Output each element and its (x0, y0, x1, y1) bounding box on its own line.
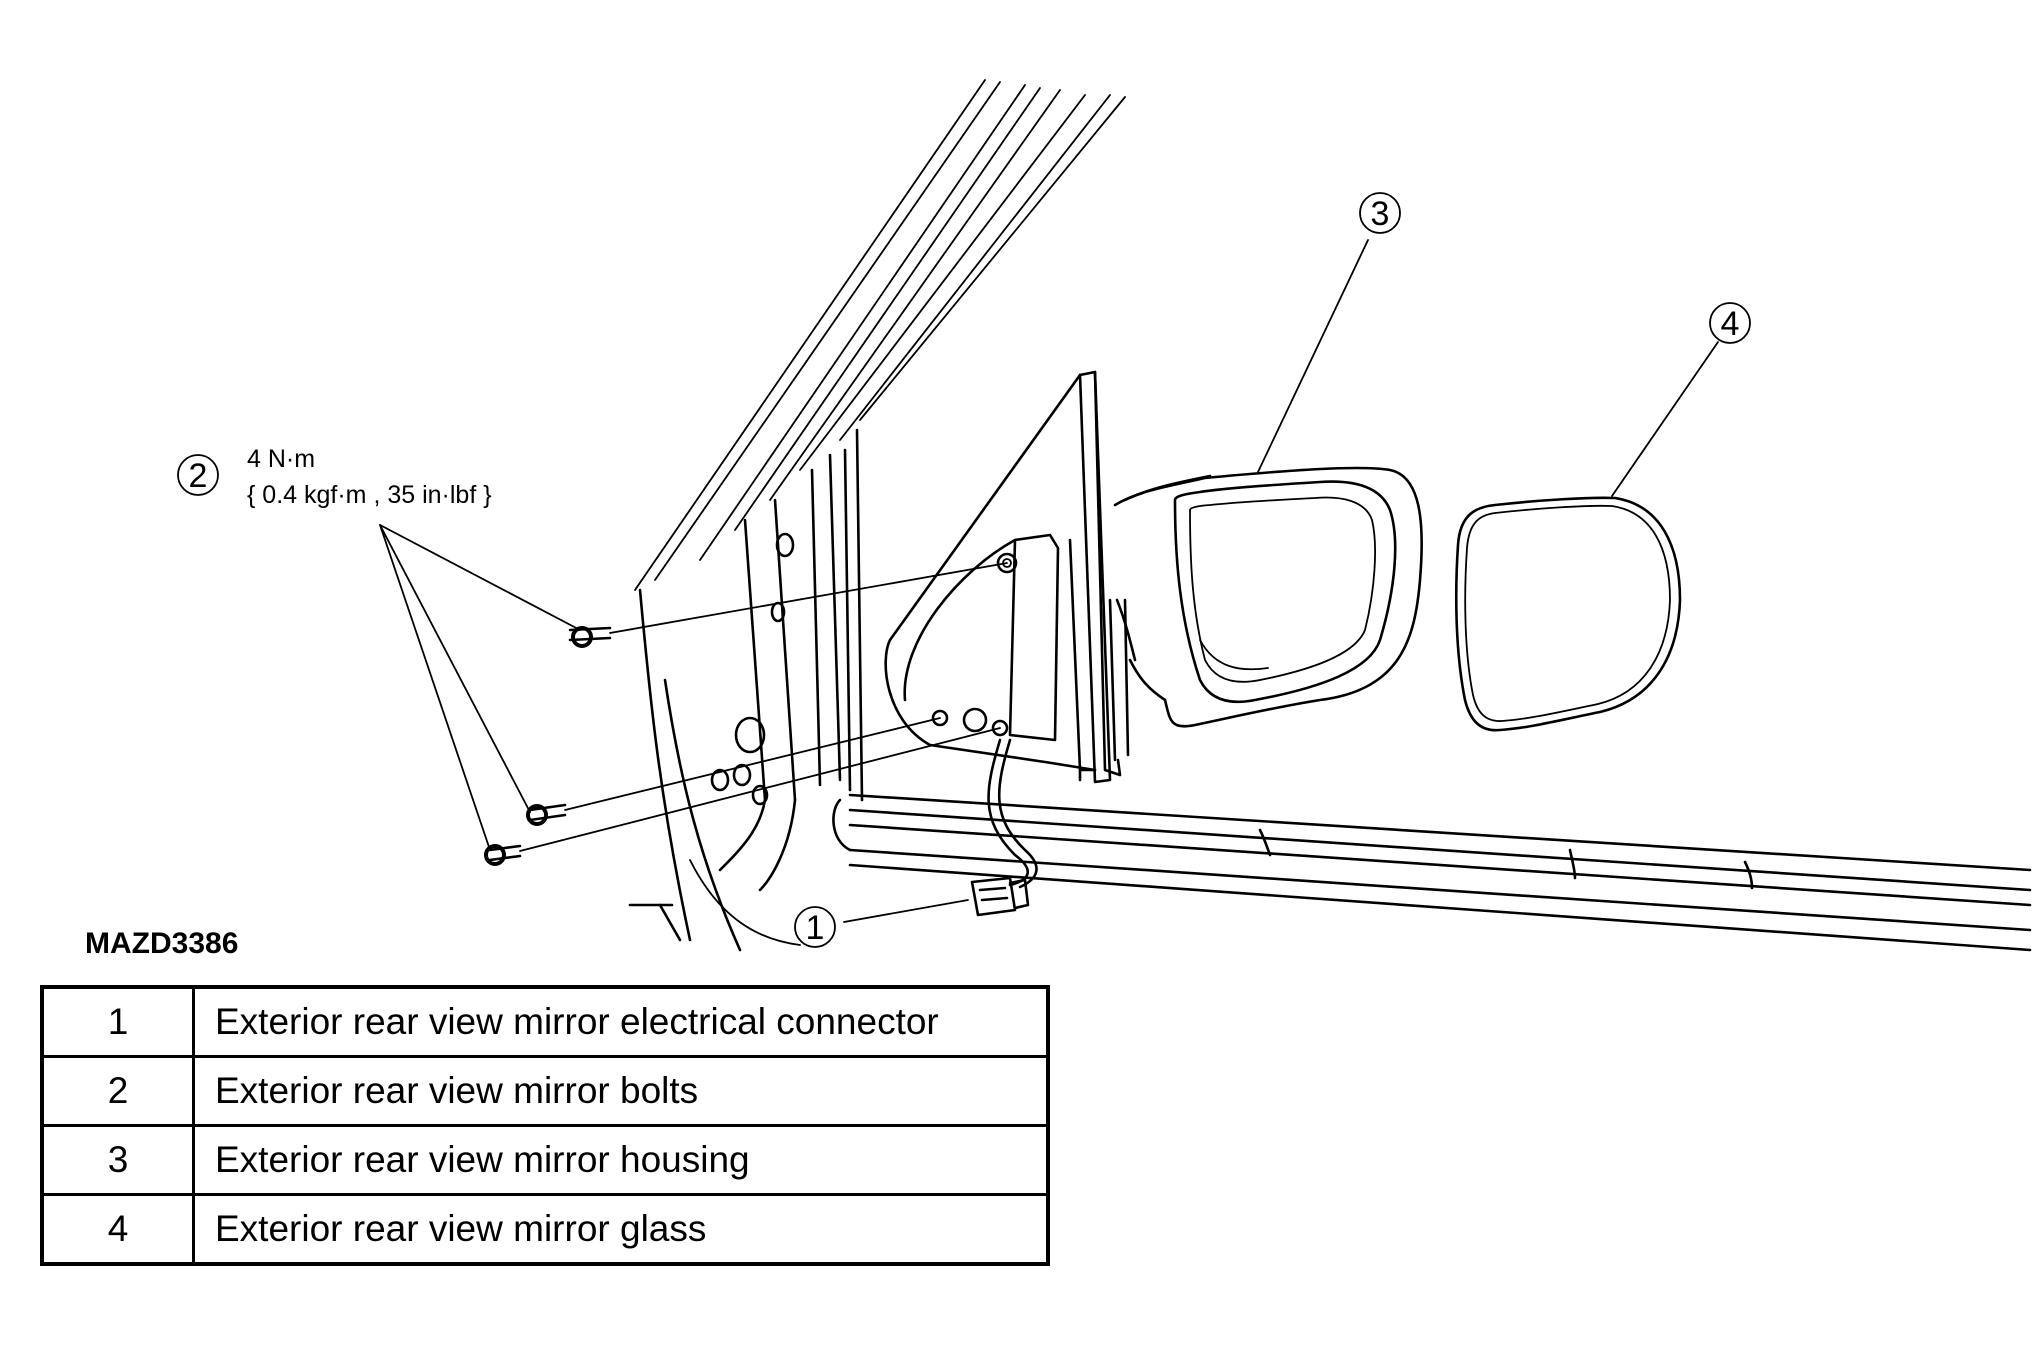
callout-2: 2 (177, 454, 219, 496)
part-number: 1 (40, 985, 195, 1058)
part-number: 2 (40, 1055, 195, 1127)
table-row: 3 Exterior rear view mirror housing (40, 1124, 1050, 1196)
callout-2-label: 2 (189, 457, 208, 495)
torque-spec-line1: 4 N·m (247, 445, 315, 473)
door-beltline (832, 793, 2032, 952)
mirror-housing (1113, 466, 1423, 728)
callout-1: 1 (794, 906, 836, 948)
mirror-base (884, 370, 1130, 784)
leader-lines (843, 239, 1719, 923)
part-description: Exterior rear view mirror housing (192, 1124, 1050, 1196)
callout-4-label: 4 (1721, 305, 1740, 343)
electrical-connector (970, 738, 1038, 917)
table-row: 2 Exterior rear view mirror bolts (40, 1055, 1050, 1127)
table-row: 1 Exterior rear view mirror electrical c… (40, 985, 1050, 1058)
callout-4: 4 (1709, 302, 1751, 344)
part-description: Exterior rear view mirror glass (192, 1193, 1050, 1266)
part-description: Exterior rear view mirror bolts (192, 1055, 1050, 1127)
part-number: 4 (40, 1193, 195, 1266)
figure-code: MAZD3386 (85, 927, 238, 960)
callout-1-label: 1 (806, 909, 825, 947)
torque-spec-line2: { 0.4 kgf·m , 35 in·lbf } (247, 481, 492, 509)
table-row: 4 Exterior rear view mirror glass (40, 1193, 1050, 1266)
part-description: Exterior rear view mirror electrical con… (192, 985, 1050, 1058)
mirror-glass (1454, 496, 1682, 732)
callout-3-label: 3 (1371, 195, 1390, 233)
a-pillar (634, 79, 1126, 591)
part-number: 3 (40, 1124, 195, 1196)
callout-3: 3 (1359, 192, 1401, 234)
door-frame (628, 428, 864, 952)
parts-legend-table: 1 Exterior rear view mirror electrical c… (40, 985, 1050, 1266)
mirror-bolts (379, 524, 1008, 866)
